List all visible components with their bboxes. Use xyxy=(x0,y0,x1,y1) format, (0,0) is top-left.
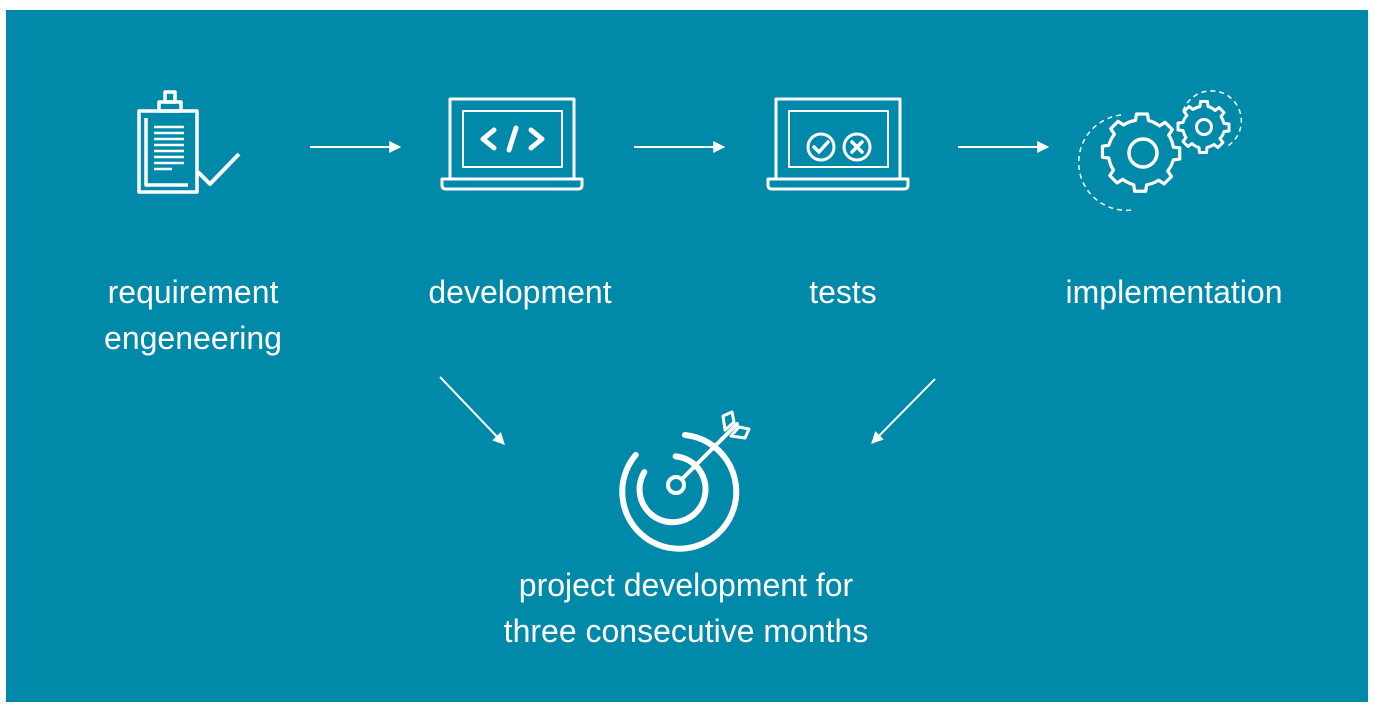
arrow-development-to-goal xyxy=(439,376,505,445)
step-label-development: development xyxy=(400,269,640,315)
gears-icon xyxy=(1078,85,1246,215)
label-line: requirement xyxy=(107,274,279,310)
arrow-tests-to-goal xyxy=(871,378,936,444)
clipboard-check-icon xyxy=(134,90,246,202)
step-label-implementation: implementation xyxy=(1024,269,1324,315)
laptop-code-icon xyxy=(440,97,584,191)
step-label-tests: tests xyxy=(768,269,918,315)
label-line: tests xyxy=(809,274,877,310)
label-line: three consecutive months xyxy=(503,613,869,649)
arrows-layer xyxy=(310,141,1050,445)
laptop-check-cross-icon xyxy=(766,97,910,191)
label-line: project development for xyxy=(518,567,854,603)
goal-label: project development for three consecutiv… xyxy=(426,562,946,654)
label-line: implementation xyxy=(1065,274,1283,310)
target-arrow-icon xyxy=(615,408,755,552)
label-line: engeneering xyxy=(104,320,282,356)
process-diagram: requirement engeneering development test… xyxy=(6,10,1368,702)
label-line: development xyxy=(428,274,612,310)
step-label-requirement: requirement engeneering xyxy=(80,269,306,361)
